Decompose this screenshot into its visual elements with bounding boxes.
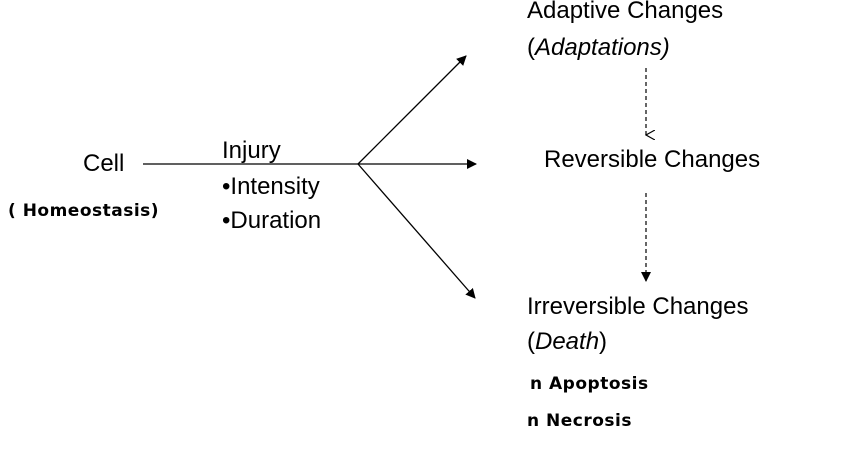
arrow-to-adaptive [357,55,467,165]
adaptive-changes-title: Adaptive Changes [527,0,724,24]
cell-label: Cell [83,150,125,177]
note-necrosis: n Necrosis [527,411,632,431]
arrow-to-irreversible [357,163,476,299]
reversible-changes-title: Reversible Changes [544,146,761,173]
note-apoptosis: n Apoptosis [530,374,649,394]
irreversible-changes-title: Irreversible Changes [527,293,749,320]
homeostasis-note: ( Homeostasis) [8,201,160,221]
injury-factor-duration: •Duration [222,207,322,234]
adaptive-changes-subtitle: (Adaptations) [527,34,670,61]
injury-factor-intensity: •Intensity [222,173,320,200]
irreversible-changes-subtitle: (Death) [527,328,608,355]
injury-title: Injury [222,137,281,164]
